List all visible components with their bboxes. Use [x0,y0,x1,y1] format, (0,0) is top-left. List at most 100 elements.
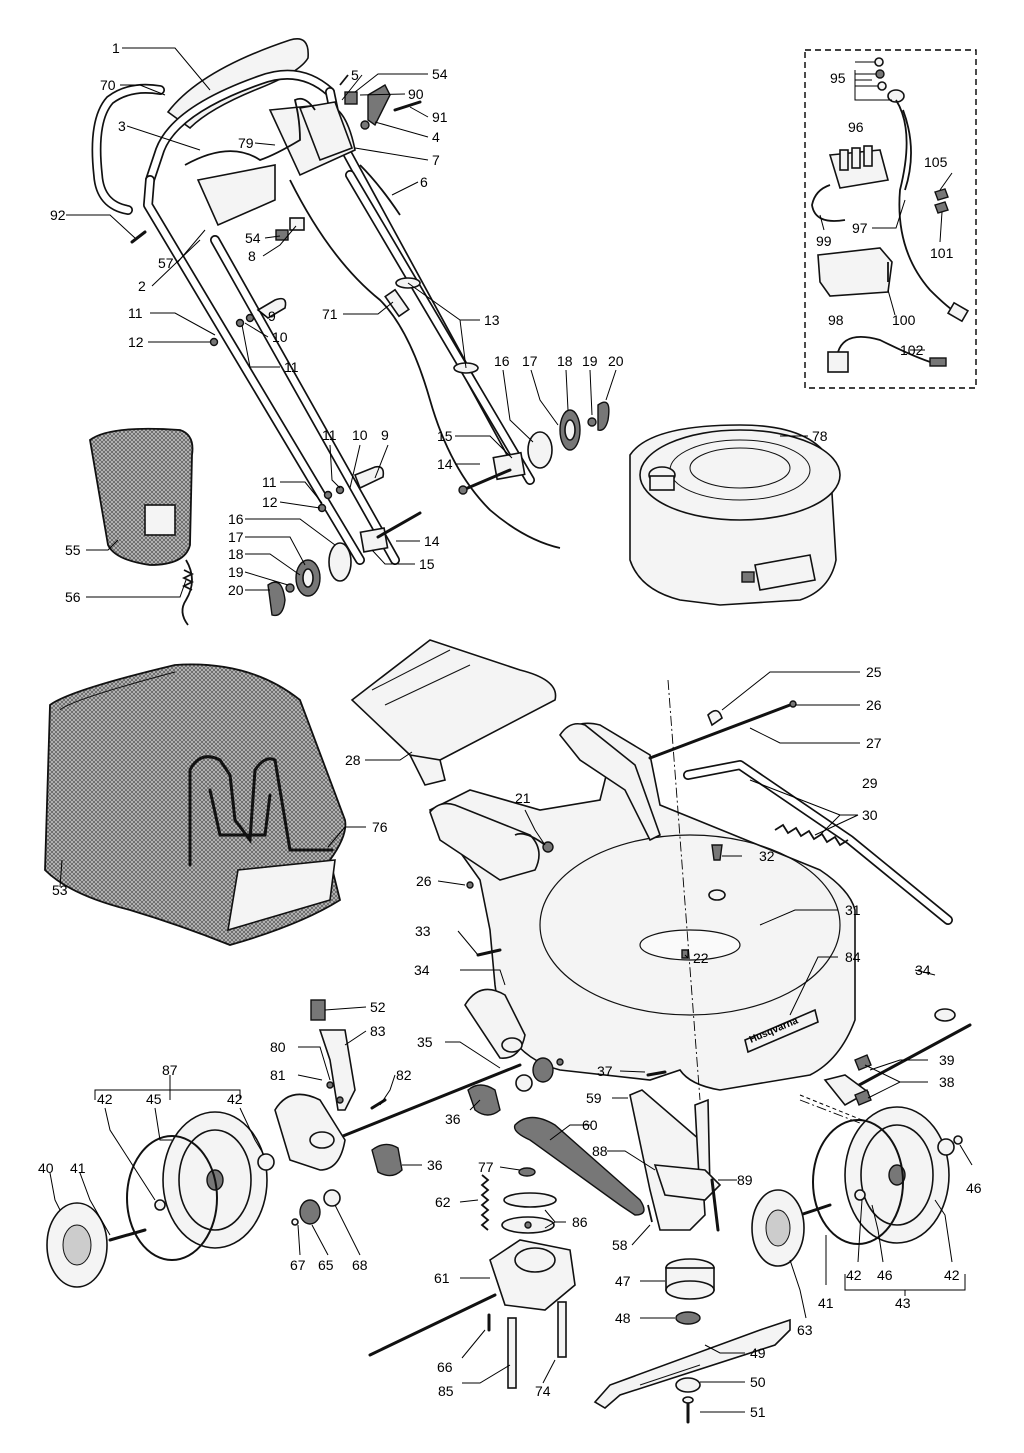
callout-82: 82 [396,1067,412,1083]
callout-87: 87 [162,1062,178,1078]
callout-18-left: 18 [228,546,244,562]
callout-100: 100 [892,312,916,328]
callout-4: 4 [432,129,440,145]
grass-catcher [44,663,347,946]
callout-29: 29 [862,775,878,791]
callout-50: 50 [750,1374,766,1390]
callout-83: 83 [370,1023,386,1039]
callout-20-right: 20 [608,353,624,369]
rear-axle-rod [648,700,797,760]
callout-39: 39 [939,1052,955,1068]
wheel-lock-knobs [371,1057,564,1177]
right-wheel-assembly [751,1106,963,1267]
deck-small-parts [466,832,726,959]
callout-47: 47 [615,1273,631,1289]
callout-54-mid: 54 [245,230,261,246]
callout-20-left: 20 [228,582,244,598]
callout-21: 21 [515,790,531,806]
callout-16-right: 16 [494,353,510,369]
callout-25: 25 [866,664,882,680]
callout-9-upper: 9 [268,308,276,324]
callout-1: 1 [112,40,120,56]
callout-78: 78 [812,428,828,444]
callout-27: 27 [866,735,882,751]
callout-42-a: 42 [97,1091,113,1107]
link-bracket [310,999,387,1111]
callout-65: 65 [318,1257,334,1273]
front-axle [274,988,972,1171]
engine [629,424,841,606]
callout-76: 76 [372,819,388,835]
callout-101: 101 [930,245,954,261]
callout-98: 98 [828,312,844,328]
callout-33: 33 [415,923,431,939]
callout-54-top: 54 [432,66,448,82]
callout-92: 92 [50,207,66,223]
callout-49: 49 [750,1345,766,1361]
callout-102: 102 [900,342,924,358]
callout-36-lower: 36 [427,1157,443,1173]
callout-11-b: 11 [284,359,299,375]
callout-90: 90 [408,86,424,102]
callout-31: 31 [845,902,861,918]
callout-17-left: 17 [228,529,244,545]
callout-43: 43 [895,1295,911,1311]
callout-14-left: 14 [424,533,440,549]
callout-10-lower: 10 [352,427,368,443]
callout-28: 28 [345,752,361,768]
callout-9-lower: 9 [381,427,389,443]
callout-58: 58 [612,1237,628,1253]
callout-86: 86 [572,1214,588,1230]
callout-59: 59 [586,1090,602,1106]
callout-81: 81 [270,1067,286,1083]
callout-19-left: 19 [228,564,244,580]
callout-60: 60 [582,1117,598,1133]
callout-3: 3 [118,118,126,134]
callout-11-d: 11 [262,474,277,490]
callout-11-a: 11 [128,305,143,321]
callout-15-right: 15 [437,428,453,444]
callout-15-left: 15 [419,556,435,572]
catcher-lid-small [89,427,195,626]
callout-84: 84 [845,949,861,965]
callout-89: 89 [737,1172,753,1188]
callout-53: 53 [52,882,68,898]
height-adjuster-left [267,465,422,617]
callout-57: 57 [158,255,174,271]
callout-11-c: 11 [322,427,337,443]
callout-85: 85 [438,1383,454,1399]
callout-30: 30 [862,807,878,823]
callout-26-right: 26 [866,697,882,713]
callout-34-right: 34 [915,962,931,978]
callout-17-right: 17 [522,353,538,369]
callout-42-c: 42 [846,1267,862,1283]
height-adjuster-right [458,401,610,495]
callout-51: 51 [750,1404,766,1420]
callout-71: 71 [322,306,338,322]
callout-35: 35 [417,1034,433,1050]
callout-74: 74 [535,1383,551,1399]
callout-95: 95 [830,70,846,86]
callout-19-right: 19 [582,353,598,369]
callout-16-left: 16 [228,511,244,527]
callout-37: 37 [597,1063,613,1079]
callout-41-right: 41 [818,1295,834,1311]
battery-charger-kit [804,49,977,389]
callout-55: 55 [65,542,81,558]
height-bar-and-spring [683,760,953,925]
mower-deck: Husqvarna [428,722,856,1091]
handle-assembly [91,38,561,565]
callout-2: 2 [138,278,146,294]
callout-88: 88 [592,1143,608,1159]
callout-18-right: 18 [557,353,573,369]
callout-42-d: 42 [944,1267,960,1283]
callout-91: 91 [432,109,448,125]
bolt-37 [646,1070,667,1077]
callout-34-left: 34 [414,962,430,978]
callout-41-left: 41 [70,1160,86,1176]
callout-77: 77 [478,1159,494,1175]
callout-36-upper: 36 [445,1111,461,1127]
callout-97: 97 [852,220,868,236]
center-axis-line [667,679,701,1101]
